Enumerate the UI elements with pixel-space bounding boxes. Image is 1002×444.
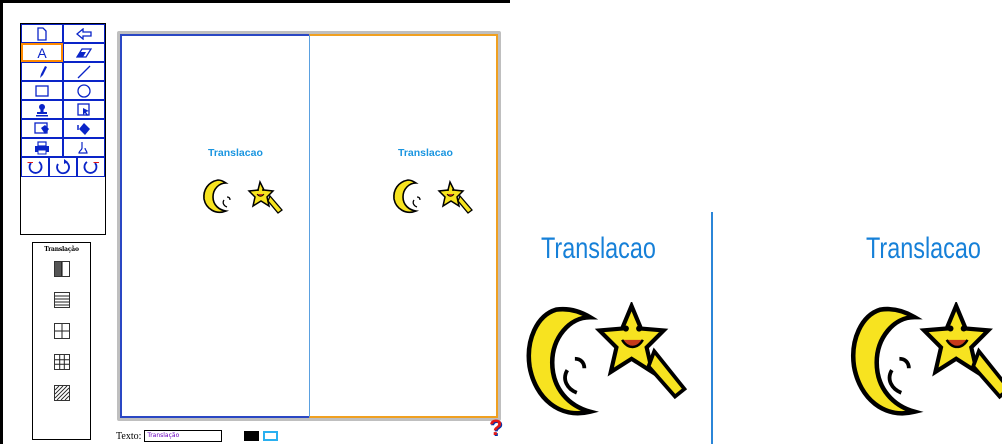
zoom-moon-star-right <box>851 302 1002 416</box>
smudge-icon <box>78 141 88 154</box>
text-input[interactable]: Translação <box>144 430 223 442</box>
zoom-divider <box>711 212 713 444</box>
rectangle-icon <box>35 84 49 97</box>
paint-bucket-tool-button[interactable] <box>63 119 105 138</box>
moon-star-stamp-left <box>203 179 283 214</box>
help-button[interactable]: ? <box>489 415 503 440</box>
reset-button[interactable] <box>49 157 77 177</box>
stamp-tool-button[interactable] <box>21 100 63 119</box>
eraser-icon <box>76 47 92 58</box>
zoom-right-caption: Translacao <box>866 232 981 265</box>
select-icon <box>77 102 90 116</box>
bottom-bar: Texto: Translação <box>116 428 279 444</box>
redo-button[interactable] <box>77 157 105 177</box>
secondary-color-swatch[interactable] <box>263 431 279 441</box>
zoom-left-caption: Translacao <box>541 232 656 265</box>
grid-icon[interactable] <box>53 354 70 370</box>
drawing-app: A <box>0 0 510 444</box>
pencil-tool-button[interactable] <box>21 62 63 81</box>
canvas-right-half <box>309 34 498 418</box>
primary-color-swatch[interactable] <box>244 431 260 441</box>
redo-icon <box>83 161 99 174</box>
moon-star-stamp-right <box>393 179 473 214</box>
new-page-button[interactable] <box>21 24 63 43</box>
line-tool-button[interactable] <box>63 62 105 81</box>
print-button[interactable] <box>21 138 63 157</box>
line-icon <box>77 65 91 78</box>
printer-icon <box>35 140 49 154</box>
stamp-icon <box>36 103 48 116</box>
fill-icon <box>34 121 49 134</box>
horizontal-stripes-icon[interactable] <box>53 292 70 308</box>
undo-icon <box>27 161 43 174</box>
toolbar: A <box>20 23 106 235</box>
zoom-moon-star-left <box>526 302 688 416</box>
symmetry-panel-title: Translação <box>44 246 79 253</box>
reset-icon <box>56 159 70 175</box>
pencil-icon <box>40 65 47 78</box>
diagonal-pattern-icon[interactable] <box>53 385 70 401</box>
undo-button[interactable] <box>21 157 49 177</box>
rectangle-tool-button[interactable] <box>21 81 63 100</box>
eraser-tool-button[interactable] <box>63 43 105 62</box>
drawing-canvas[interactable]: Translacao Translacao <box>117 31 501 421</box>
paint-bucket-icon <box>77 122 90 135</box>
four-quadrants-icon[interactable] <box>53 323 70 339</box>
ellipse-tool-button[interactable] <box>63 81 105 100</box>
symmetry-panel: Translação <box>32 242 91 440</box>
fill-tool-button[interactable] <box>21 119 63 138</box>
circle-icon <box>77 83 91 98</box>
canvas-right-caption: Translacao <box>398 147 453 159</box>
text-tool-button[interactable]: A <box>21 43 63 62</box>
text-icon: A <box>37 44 47 61</box>
page-icon <box>37 26 47 41</box>
back-button[interactable] <box>63 24 105 43</box>
two-columns-icon[interactable] <box>53 261 70 277</box>
select-tool-button[interactable] <box>63 100 105 119</box>
text-label: Texto: <box>116 430 142 442</box>
arrow-left-icon <box>76 27 92 40</box>
smudge-tool-button[interactable] <box>63 138 105 157</box>
canvas-left-caption: Translacao <box>208 147 263 159</box>
